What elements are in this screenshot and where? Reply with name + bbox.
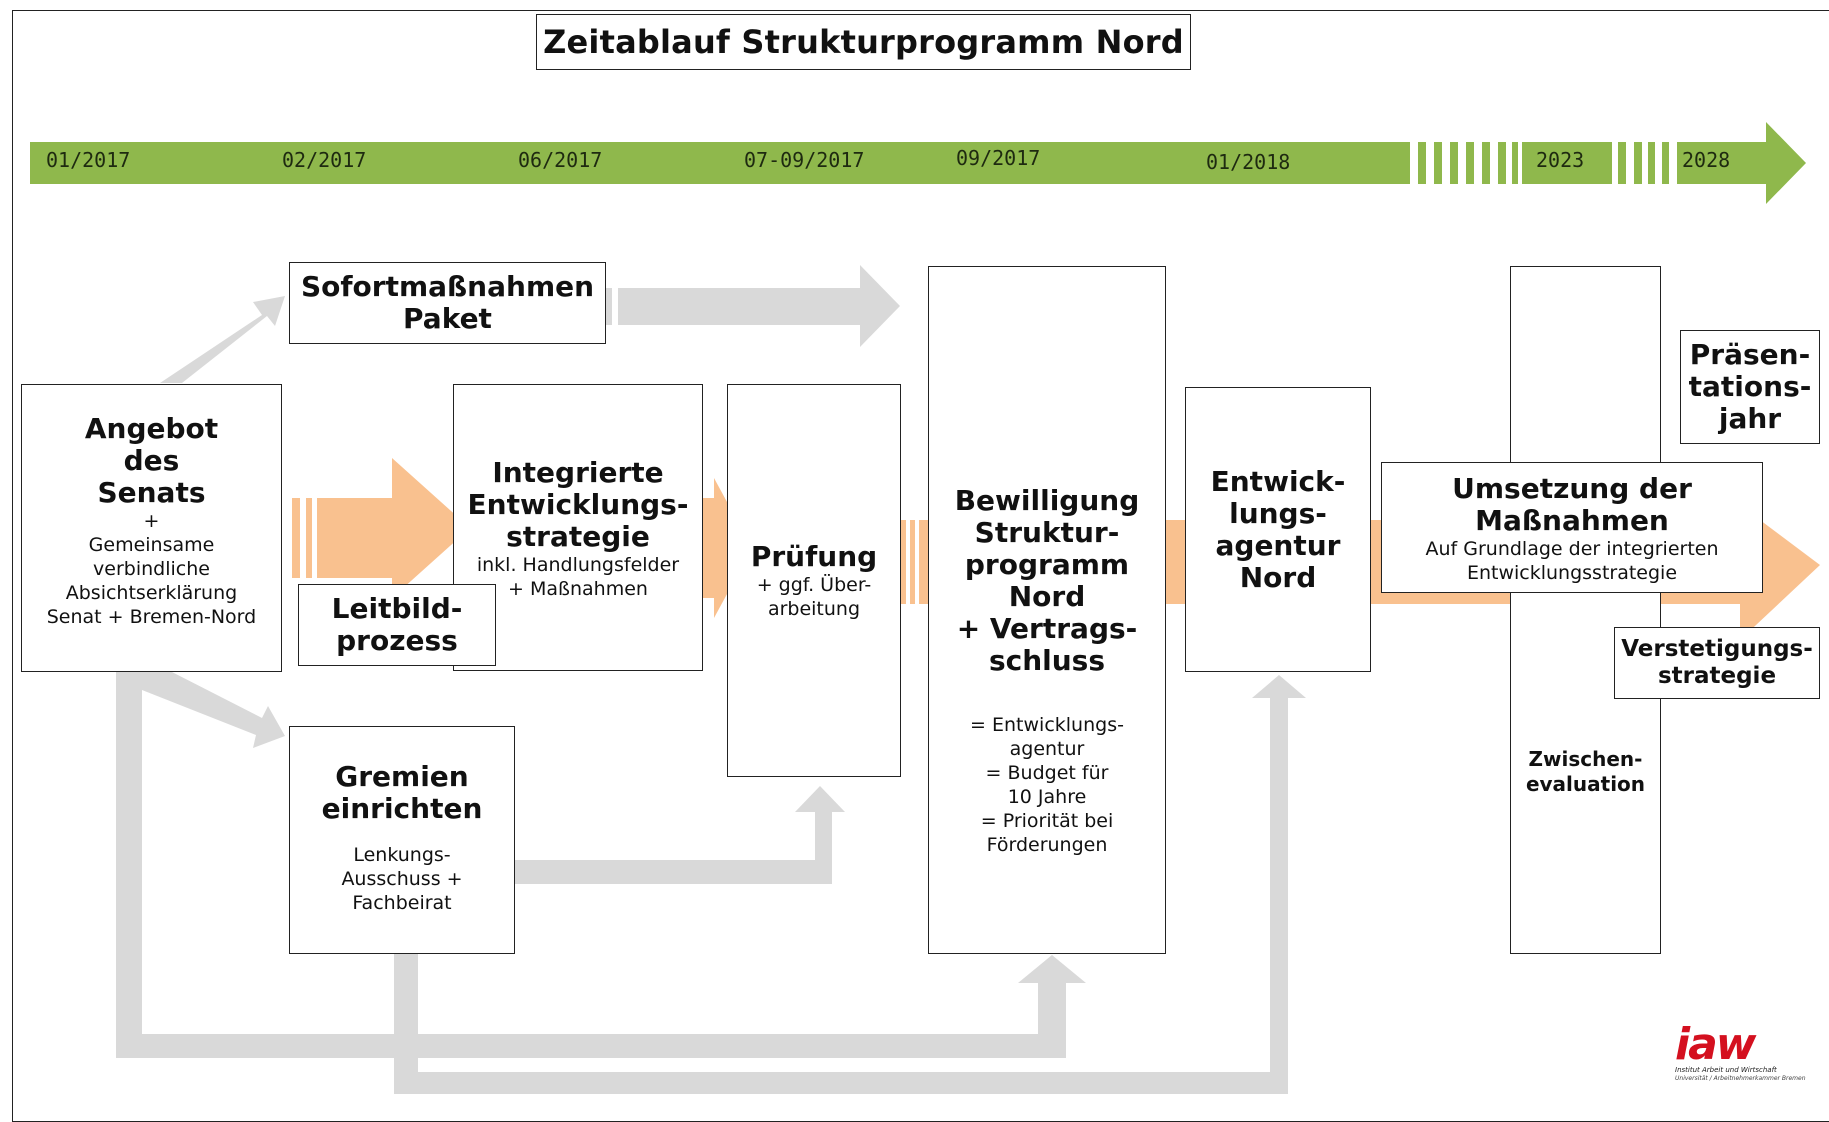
- box-agentur-title: Entwick- lungs- agentur Nord: [1210, 465, 1346, 594]
- box-umsetzung-title: Umsetzung der Maßnahmen: [1452, 472, 1692, 537]
- timeline-dash: [1648, 142, 1655, 184]
- timeline-segment-2023: [1522, 142, 1612, 184]
- box-gremien-title: Gremien einrichten: [321, 760, 483, 825]
- box-entwicklungsagentur: Entwick- lungs- agentur Nord: [1185, 387, 1371, 672]
- box-leitbild-title: Leitbild- prozess: [331, 592, 463, 657]
- box-angebot-title: Angebot des Senats: [84, 412, 219, 509]
- arrow-leitbild-flow: [292, 458, 470, 598]
- timeline-dash: [1662, 142, 1669, 184]
- box-bewilligung: Bewilligung Struktur- programm Nord + Ve…: [928, 266, 1166, 954]
- box-pruefung-body: + ggf. Über- arbeitung: [756, 574, 872, 620]
- box-integrierte-strategie: Integrierte Entwicklungs- strategie inkl…: [453, 384, 703, 671]
- timeline-tick: 02/2017: [282, 148, 367, 172]
- timeline-dash: [1434, 142, 1442, 184]
- timeline-dash: [1482, 142, 1490, 184]
- grey-connectors: [116, 265, 1306, 1094]
- flow-stripe: [906, 520, 910, 604]
- box-leitbildprozess: Leitbild- prozess: [298, 584, 496, 666]
- timeline-dash: [1498, 142, 1506, 184]
- box-bewilligung-title: Bewilligung Struktur- programm Nord + Ve…: [954, 484, 1140, 677]
- box-integrierte-body: inkl. Handlungsfelder + Maßnahmen: [476, 554, 680, 600]
- page-title: Zeitablauf Strukturprogramm Nord: [536, 14, 1191, 70]
- arrow-angebot-to-sofort: [160, 296, 285, 383]
- timeline-dash: [1450, 142, 1458, 184]
- box-verstetigung-title: Verstetigungs- strategie: [1621, 636, 1813, 689]
- timeline-dash: [1618, 142, 1626, 184]
- box-verstetigungsstrategie: Verstetigungs- strategie: [1614, 627, 1820, 699]
- box-angebot: Angebot des Senats + Gemeinsame verbindl…: [21, 384, 282, 672]
- timeline-tick: 06/2017: [518, 148, 603, 172]
- timeline-tick: 07-09/2017: [744, 148, 865, 172]
- box-zwischenevaluation: Zwischen- evaluation: [1510, 266, 1661, 954]
- box-bewilligung-body: = Entwicklungs- agentur = Budget für 10 …: [970, 714, 1124, 856]
- iaw-logo-mark: iaw: [1675, 1019, 1756, 1070]
- iaw-logo: iaw Institut Arbeit und Wirtschaft Unive…: [1675, 1019, 1815, 1090]
- flow-stripe: [915, 520, 919, 604]
- arrow-angebot-to-gremien: [142, 672, 285, 748]
- box-gremien: Gremien einrichten Lenkungs- Ausschuss +…: [289, 726, 515, 954]
- box-gremien-body: Lenkungs- Ausschuss + Fachbeirat: [341, 844, 463, 914]
- box-integrierte-title: Integrierte Entwicklungs- strategie: [467, 456, 689, 553]
- timeline-tick: 09/2017: [956, 146, 1041, 170]
- timeline-head: [1677, 122, 1806, 204]
- box-sofort-title: Sofortmaßnahmen Paket: [300, 270, 595, 335]
- timeline-dash: [1634, 142, 1642, 184]
- box-pruefung: Prüfung + ggf. Über- arbeitung: [727, 384, 901, 777]
- timeline-tick: 2028: [1682, 148, 1731, 172]
- arrow-sofort-right: [605, 265, 900, 347]
- box-angebot-body: + Gemeinsame verbindliche Absichtserklär…: [46, 510, 257, 628]
- timeline-tick: 01/2018: [1206, 150, 1291, 174]
- flow-stripe: [312, 498, 317, 578]
- timeline-dash: [1512, 142, 1518, 184]
- timeline-tick: 01/2017: [46, 148, 131, 172]
- box-praesentationsjahr: Präsen- tations- jahr: [1680, 330, 1820, 444]
- arrow-gremien-to-pruefung: [515, 786, 845, 884]
- iaw-logo-subtitle-2: Universität / Arbeitnehmerkammer Bremen: [1675, 1075, 1806, 1082]
- timeline-dash: [1466, 142, 1474, 184]
- box-umsetzung: Umsetzung der Maßnahmen Auf Grundlage de…: [1381, 462, 1763, 593]
- arrow-bewilligung-to-agentur: [1166, 520, 1186, 604]
- timeline-arrow: [30, 122, 1806, 204]
- timeline-dash: [1418, 142, 1426, 184]
- box-pruefung-title: Prüfung: [750, 540, 878, 573]
- box-zwischen-title: Zwischen- evaluation: [1525, 747, 1646, 796]
- box-praesentation-title: Präsen- tations- jahr: [1688, 338, 1812, 435]
- timeline-bar: [30, 142, 1410, 184]
- iaw-logo-subtitle: Institut Arbeit und Wirtschaft: [1675, 1066, 1777, 1074]
- timeline-tick: 2023: [1536, 148, 1585, 172]
- flow-stripe: [300, 498, 306, 578]
- arrow-sofort-stripe: [612, 288, 618, 325]
- arrow-pruefung-to-bewilligung: [900, 520, 928, 604]
- box-sofortmassnahmen: Sofortmaßnahmen Paket: [289, 262, 606, 344]
- box-umsetzung-body: Auf Grundlage der integrierten Entwicklu…: [1425, 538, 1719, 584]
